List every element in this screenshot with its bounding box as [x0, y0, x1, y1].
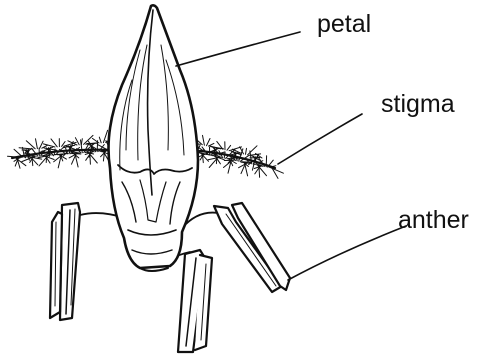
leader-line-stigma — [278, 114, 362, 164]
stigma-hair — [224, 152, 225, 158]
stigma-hair — [99, 137, 101, 143]
stigma-hair — [36, 139, 38, 149]
stamen-left — [50, 203, 125, 320]
stigma-hair — [250, 154, 261, 155]
leader-line-anther — [288, 226, 406, 280]
stigma-hair — [203, 135, 205, 145]
label-anther: anther — [398, 208, 469, 233]
leader-line-petal — [176, 32, 300, 66]
stigma-hair — [19, 148, 33, 149]
petal — [109, 5, 199, 271]
stigma-hair — [75, 138, 79, 145]
stigma-hair — [81, 139, 82, 145]
label-petal: petal — [317, 12, 371, 37]
stigma-hair — [207, 139, 211, 146]
stigma-hair — [246, 148, 247, 154]
stigma-hair — [26, 141, 35, 149]
stigma-hair — [227, 145, 231, 150]
stigma-hair — [208, 157, 220, 160]
label-stigma: stigma — [381, 92, 455, 117]
stigma-hair — [51, 139, 57, 147]
